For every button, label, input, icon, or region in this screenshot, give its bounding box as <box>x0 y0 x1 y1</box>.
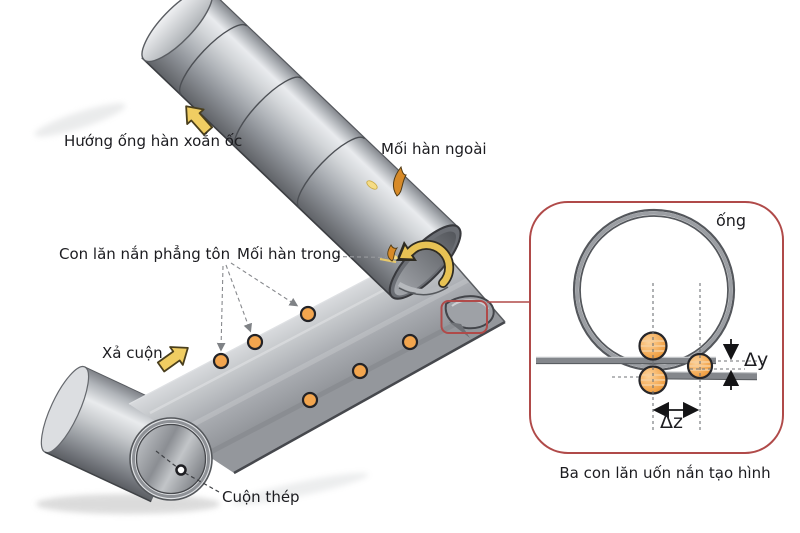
inset-box <box>529 201 784 454</box>
label-delta-y: Δy <box>744 349 769 371</box>
coil-center-dot <box>175 464 187 476</box>
label-outer-weld: Mối hàn ngoài <box>381 140 487 158</box>
label-uncoil: Xả cuộn <box>102 344 163 362</box>
label-inset-caption: Ba con lăn uốn nắn tạo hình <box>559 464 771 482</box>
label-flattening-rollers: Con lăn nắn phẳng tôn <box>59 245 231 263</box>
callout-rect <box>440 300 488 334</box>
label-inset-pipe: ống <box>716 211 747 230</box>
inset-strip-upper <box>536 356 716 365</box>
leveling-roller-dot <box>301 391 319 409</box>
inner-weld-torch <box>379 244 399 264</box>
pipe-cap <box>141 0 213 63</box>
leveling-roller-dot <box>401 333 419 351</box>
pipe-seam <box>179 23 248 96</box>
leveling-roller-dot <box>351 362 369 380</box>
strip-shadow <box>231 472 369 506</box>
direction-arrow <box>185 105 214 136</box>
uncoil-arrow <box>156 346 189 373</box>
label-steel-coil: Cuộn thép <box>222 488 300 506</box>
leveling-roller-dot <box>299 305 317 323</box>
outer-weld-spot <box>366 180 378 190</box>
callout-lines <box>155 255 387 493</box>
leveling-rollers <box>212 305 419 409</box>
pipe-seam <box>296 136 366 208</box>
outer-weld-torch <box>366 165 407 197</box>
coil-shadow <box>36 494 220 514</box>
steel-coil-end <box>129 417 213 501</box>
label-delta-z: Δz <box>660 411 683 433</box>
rotation-arrow <box>396 239 455 288</box>
label-inner-weld: Mối hàn trong <box>237 245 341 263</box>
inset-guides <box>612 283 766 432</box>
label-direction: Hướng ống hàn xoắn ốc <box>64 132 243 150</box>
pipe-cap-shadow <box>34 103 126 137</box>
pipe-seam <box>234 76 303 148</box>
leveling-roller-dot <box>212 352 230 370</box>
leveling-roller-dot <box>246 333 264 351</box>
